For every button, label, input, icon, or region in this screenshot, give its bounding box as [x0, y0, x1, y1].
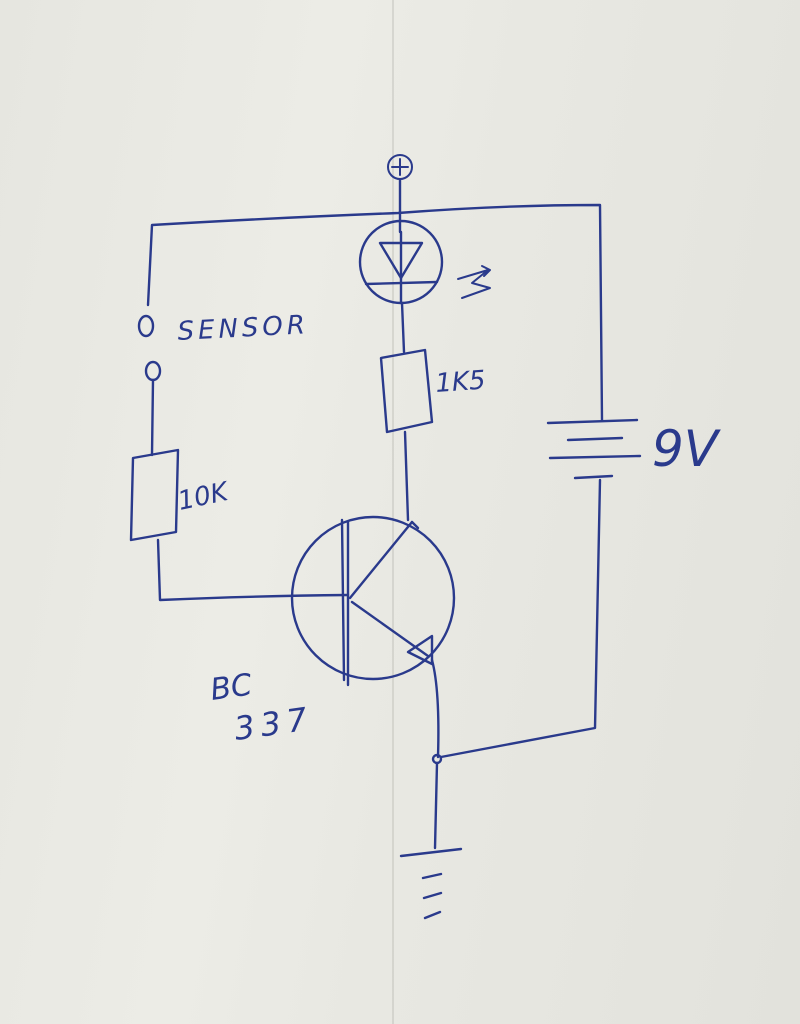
node-to-battery-wire	[439, 478, 602, 759]
battery-label: 9V	[652, 420, 722, 478]
paper-fold	[392, 0, 394, 1024]
led-light-arrows-icon	[457, 265, 491, 299]
transistor-bc337	[290, 515, 456, 687]
transistor-label-line1: BC	[208, 667, 254, 707]
sensor-label: SENSOR	[177, 310, 310, 347]
led-to-resistor-wire	[400, 301, 406, 354]
battery-9v	[546, 418, 642, 480]
top-rail-wire	[146, 203, 604, 422]
sensor-terminals	[137, 314, 162, 382]
ground-symbol	[399, 847, 463, 920]
sensor-to-resistor-wire	[150, 378, 155, 457]
node-to-ground-wire	[433, 761, 439, 850]
resistor-1k5-label: 1K5	[434, 366, 486, 399]
resistor-to-base-wire	[156, 538, 350, 602]
transistor-label-line2: 337	[232, 699, 316, 748]
resistor-10k	[129, 448, 180, 542]
led-symbol	[358, 219, 444, 305]
resistor-1k5	[379, 348, 434, 434]
supply-terminal	[387, 154, 413, 180]
emitter-to-node-wire	[430, 658, 440, 759]
resistor-10k-label: 10K	[175, 477, 232, 517]
resistor-to-collector-wire	[403, 430, 410, 522]
